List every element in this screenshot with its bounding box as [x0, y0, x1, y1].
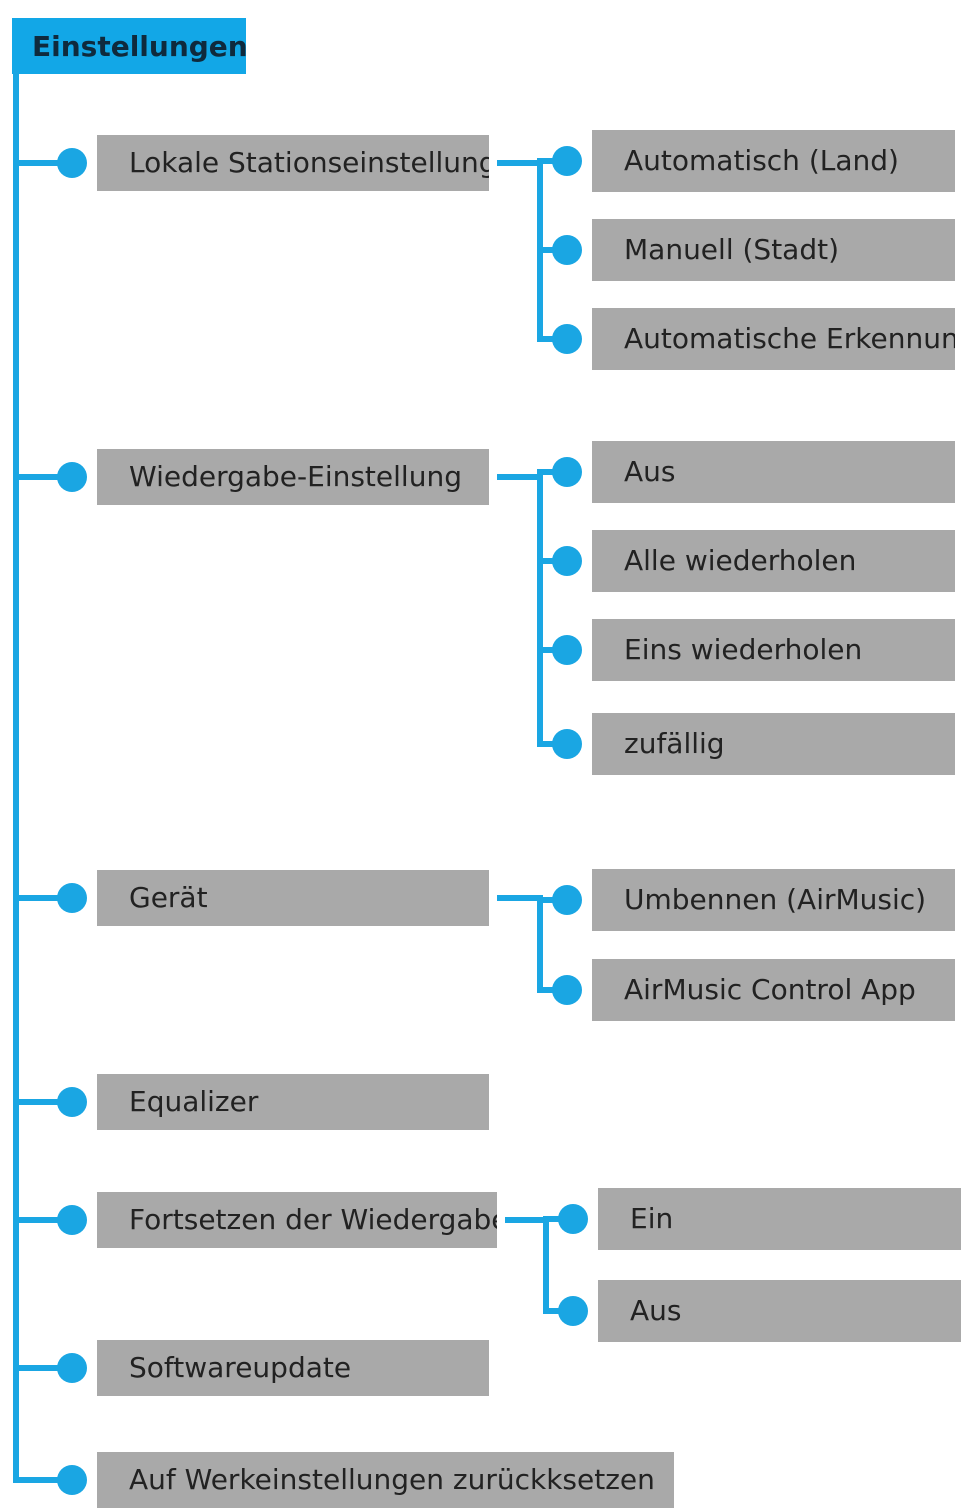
menu-item: Equalizer — [97, 1074, 489, 1130]
submenu-item: Automatisch (Land) — [592, 130, 955, 192]
sub-connector-line — [497, 474, 543, 480]
menu-item: Auf Werkeinstellungen zurückksetzen — [97, 1452, 674, 1508]
submenu-item: Aus — [592, 441, 955, 503]
node-dot — [57, 1465, 87, 1495]
menu-item: Gerät — [97, 870, 489, 926]
branch-line — [13, 474, 72, 480]
sub-node-dot — [552, 146, 582, 176]
sub-connector-line — [497, 160, 543, 166]
submenu-item: Alle wiederholen — [592, 530, 955, 592]
node-dot — [57, 462, 87, 492]
sub-node-dot — [558, 1296, 588, 1326]
sub-node-dot — [552, 729, 582, 759]
sub-node-dot — [552, 324, 582, 354]
menu-item: Lokale Stationseinstellung — [97, 135, 489, 191]
sub-node-dot — [552, 975, 582, 1005]
menu-item: Softwareupdate — [97, 1340, 489, 1396]
menu-title: Einstellungen — [12, 18, 248, 74]
node-dot — [57, 1087, 87, 1117]
node-dot — [57, 883, 87, 913]
submenu-item: AirMusic Control App — [592, 959, 955, 1021]
branch-line — [13, 160, 72, 166]
submenu-item: Aus — [598, 1280, 961, 1342]
branch-line — [13, 895, 72, 901]
branch-line — [13, 1217, 72, 1223]
sub-node-dot — [552, 546, 582, 576]
sub-node-dot — [558, 1204, 588, 1234]
sub-node-dot — [552, 885, 582, 915]
sub-vertical-line — [537, 897, 543, 993]
node-dot — [57, 1205, 87, 1235]
sub-vertical-line — [537, 469, 543, 747]
submenu-item: Manuell (Stadt) — [592, 219, 955, 281]
submenu-item: Eins wiederholen — [592, 619, 955, 681]
sub-node-dot — [552, 457, 582, 487]
node-dot — [57, 1353, 87, 1383]
submenu-item: Ein — [598, 1188, 961, 1250]
sub-node-dot — [552, 235, 582, 265]
menu-item: Fortsetzen der Wiedergabe — [97, 1192, 497, 1248]
node-dot — [57, 148, 87, 178]
submenu-item: Umbennen (AirMusic) — [592, 869, 955, 931]
sub-node-dot — [552, 635, 582, 665]
submenu-item: Automatische Erkennung — [592, 308, 955, 370]
submenu-item: zufällig — [592, 713, 955, 775]
branch-line — [13, 1365, 72, 1371]
sub-connector-line — [505, 1217, 549, 1223]
branch-line — [13, 1099, 72, 1105]
trunk-line — [13, 70, 19, 1483]
sub-vertical-line — [543, 1216, 549, 1314]
branch-line — [13, 1477, 72, 1483]
menu-item: Wiedergabe-Einstellung — [97, 449, 489, 505]
sub-connector-line — [497, 895, 543, 901]
